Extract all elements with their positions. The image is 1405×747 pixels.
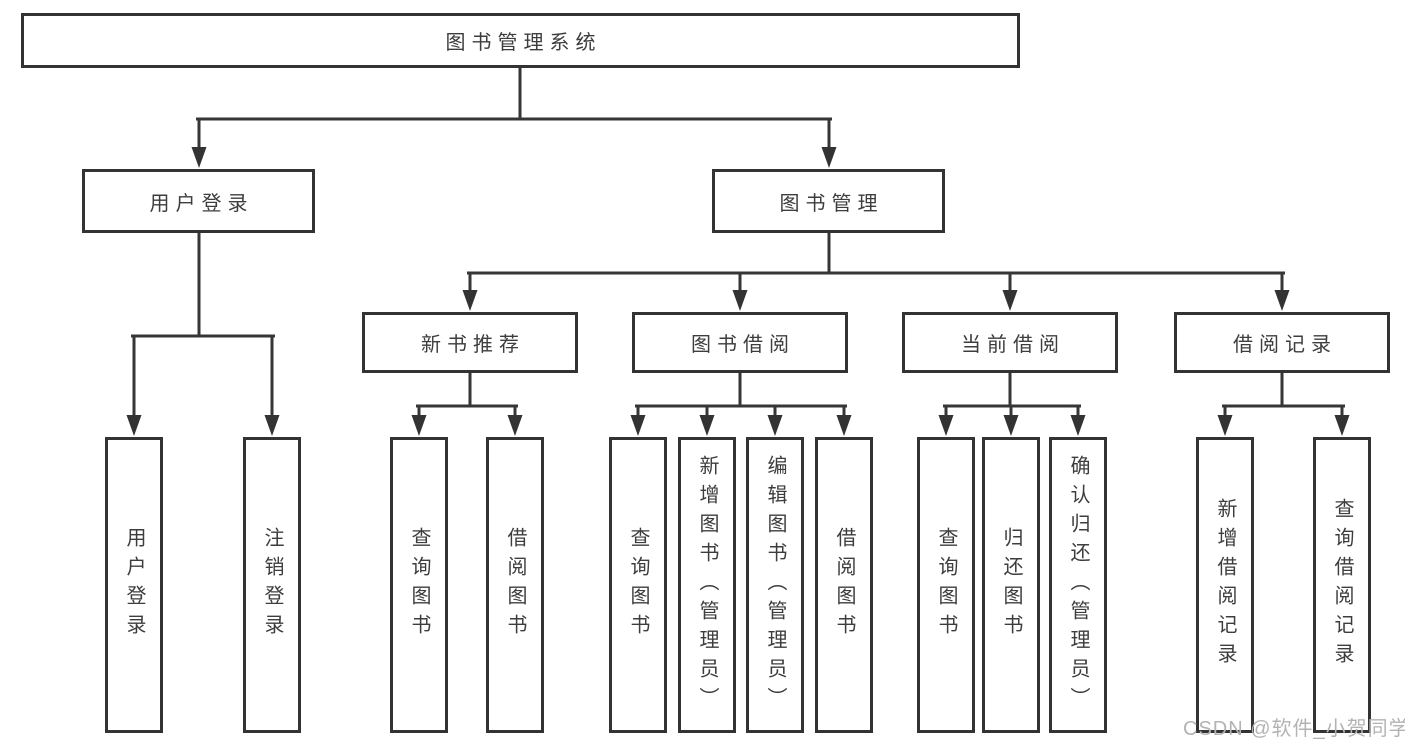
node-label: 借阅记录	[1233, 334, 1337, 356]
node-label: 图书管理系统	[445, 32, 602, 54]
node-label: 图书借阅	[691, 334, 795, 356]
arrowhead-icon	[767, 415, 783, 436]
node-label: 查询图书	[627, 527, 649, 643]
connector-borrow-records-children	[1217, 372, 1350, 436]
node-label: 编辑图书（管理员）	[764, 454, 786, 716]
connector-book-management-children	[462, 231, 1290, 311]
arrowhead-icon	[836, 415, 852, 436]
leaf-current-query-books: 查询图书	[917, 437, 975, 733]
node-label: 查询借阅记录	[1331, 498, 1353, 672]
node-label: 查询图书	[935, 527, 957, 643]
connector-user-login-children	[126, 231, 280, 436]
arrowhead-icon	[1274, 290, 1290, 311]
node-label: 归还图书	[1000, 527, 1022, 643]
leaf-borrow-borrow-books: 借阅图书	[815, 437, 873, 733]
node-label: 新书推荐	[421, 334, 525, 356]
arrowhead-icon	[821, 147, 837, 168]
leaf-records-add-record: 新增借阅记录	[1196, 437, 1254, 733]
leaf-borrow-add-books-admin: 新增图书（管理员）	[678, 437, 736, 733]
leaf-records-query-record: 查询借阅记录	[1313, 437, 1371, 733]
arrowhead-icon	[1334, 415, 1350, 436]
node-label: 用户登录	[149, 192, 254, 215]
node-user-login: 用户登录	[82, 169, 315, 233]
leaf-logout: 注销登录	[243, 437, 301, 733]
node-label: 当前借阅	[961, 334, 1065, 356]
leaf-recommend-borrow-books: 借阅图书	[486, 437, 544, 733]
connector-book-borrow-children	[630, 372, 852, 436]
leaf-current-return-books: 归还图书	[982, 437, 1040, 733]
node-book-borrow: 图书借阅	[632, 312, 848, 373]
node-book-management: 图书管理	[712, 169, 945, 233]
node-root: 图书管理系统	[21, 13, 1020, 68]
arrowhead-icon	[191, 147, 207, 168]
arrowhead-icon	[462, 290, 478, 311]
leaf-current-confirm-return-admin: 确认归还（管理员）	[1049, 437, 1107, 733]
arrowhead-icon	[1002, 290, 1018, 311]
node-current-borrow: 当前借阅	[902, 312, 1118, 373]
arrowhead-icon	[1003, 415, 1019, 436]
arrowhead-icon	[1070, 415, 1086, 436]
arrowhead-icon	[732, 290, 748, 311]
node-label: 借阅图书	[504, 527, 526, 643]
arrowhead-icon	[411, 415, 427, 436]
arrowhead-icon	[1217, 415, 1233, 436]
leaf-recommend-query-books: 查询图书	[390, 437, 448, 733]
node-label: 用户登录	[123, 527, 145, 643]
leaf-borrow-query-books: 查询图书	[609, 437, 667, 733]
node-label: 新增图书（管理员）	[696, 454, 718, 716]
leaf-borrow-edit-books-admin: 编辑图书（管理员）	[746, 437, 804, 733]
arrowhead-icon	[126, 415, 142, 436]
arrowhead-icon	[264, 415, 280, 436]
node-label: 注销登录	[261, 527, 283, 643]
connector-current-borrow-children	[938, 372, 1086, 436]
arrowhead-icon	[630, 415, 646, 436]
arrowhead-icon	[507, 415, 523, 436]
leaf-user-login: 用户登录	[105, 437, 163, 733]
connector-root-to-level2	[191, 66, 837, 168]
node-borrow-records: 借阅记录	[1174, 312, 1390, 373]
node-label: 查询图书	[408, 527, 430, 643]
arrowhead-icon	[699, 415, 715, 436]
node-label: 确认归还（管理员）	[1067, 454, 1089, 716]
node-label: 图书管理	[779, 192, 884, 215]
arrowhead-icon	[938, 415, 954, 436]
watermark: CSDN @软件_小贺同学	[1183, 718, 1405, 740]
connector-new-book-recommend-children	[411, 372, 523, 436]
node-label: 借阅图书	[833, 527, 855, 643]
node-new-book-recommend: 新书推荐	[362, 312, 578, 373]
node-label: 新增借阅记录	[1214, 498, 1236, 672]
